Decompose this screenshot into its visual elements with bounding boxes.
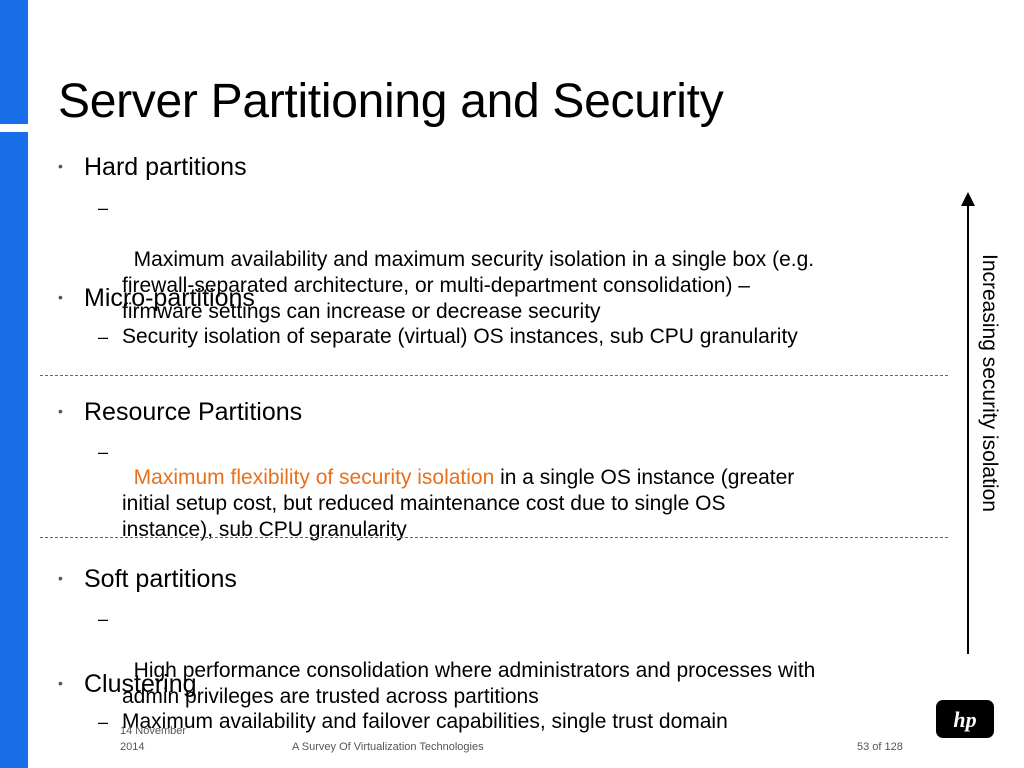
hp-logo-icon: hp [936,700,994,738]
sub-bullet-text: Security isolation of separate (virtual)… [122,325,798,348]
sub-bullet-dash: – [98,442,109,462]
sub-bullet-dash: – [98,198,109,218]
bullet-label: Soft partitions [84,565,237,593]
bullet-label: Micro-partitions [84,284,255,312]
sub-bullet-soft-partitions: – High performance consolidation where a… [98,606,816,710]
bullet-label: Resource Partitions [84,398,303,426]
sub-bullet-text: Maximum availability and maximum securit… [122,248,815,323]
highlighted-text: Maximum flexibility of security isolatio… [133,466,495,489]
bullet-soft-partitions: • Soft partitions [58,565,237,594]
bullet-label: Clustering [84,670,197,698]
sub-bullet-resource-partitions: – Maximum flexibility of security isolati… [98,439,795,543]
bullet-dot: • [58,403,63,419]
sub-bullet-clustering: – Maximum availability and failover capa… [98,709,728,735]
sub-bullet-text: High performance consolidation where adm… [122,659,816,708]
footer-date: 14 November 2014 [120,725,187,753]
bullet-dot: • [58,289,63,305]
sub-bullet-dash: – [98,327,109,347]
sub-bullet-dash: – [98,712,109,732]
dashed-separator-2 [40,537,948,538]
arrow-up-icon [961,192,975,206]
bullet-label: Hard partitions [84,153,247,181]
footer-page-number: 53 of 128 [857,741,903,753]
sub-bullet-hard-partitions: – Maximum availability and maximum secur… [98,195,815,325]
bullet-resource-partitions: • Resource Partitions [58,398,303,427]
arrow-shaft [967,202,969,654]
sub-bullet-text: Maximum availability and failover capabi… [122,710,728,733]
logo-text: hp [953,707,976,732]
bullet-dot: • [58,675,63,691]
sub-bullet-text: in a single OS instance (greater initial… [122,466,795,541]
dashed-separator-1 [40,375,948,376]
slide-title: Server Partitioning and Security [58,75,724,128]
bullet-micro-partitions: • Micro-partitions [58,284,255,313]
sub-bullet-dash: – [98,609,109,629]
bullet-hard-partitions: • Hard partitions [58,153,247,182]
bullet-clustering: • Clustering [58,670,197,699]
sub-bullet-micro-partitions: – Security isolation of separate (virtua… [98,324,798,350]
footer-presentation-title: A Survey Of Virtualization Technologies [292,741,484,753]
bullet-dot: • [58,158,63,174]
bullet-dot: • [58,570,63,586]
side-label-increasing-security: Increasing security isolation [978,254,1001,512]
sidebar-accent-top [0,0,28,124]
sidebar-accent-bottom [0,132,28,768]
